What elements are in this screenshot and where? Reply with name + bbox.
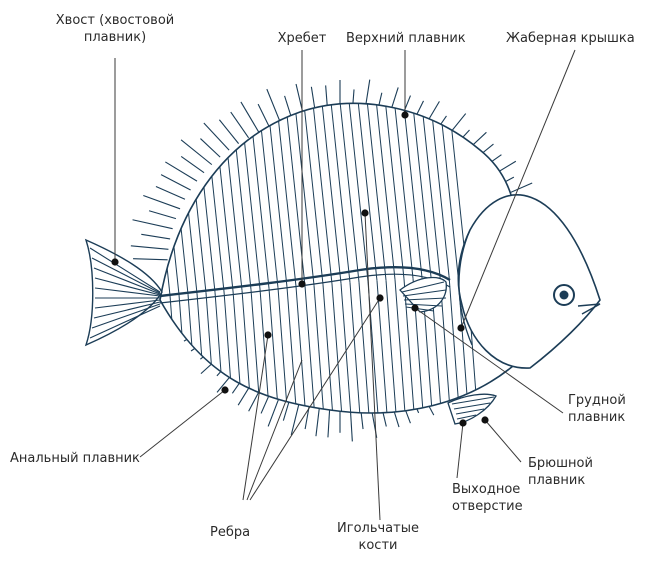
label-dorsal-fin: Верхний плавник bbox=[346, 30, 496, 47]
label-anal-opening: Выходное отверстие bbox=[452, 481, 562, 515]
label-anal-fin: Анальный плавник bbox=[10, 450, 180, 467]
tail-fin bbox=[86, 240, 162, 345]
label-pectoral-fin: Грудной плавник bbox=[568, 392, 660, 426]
label-spine: Хребет bbox=[262, 30, 342, 47]
eye-pupil bbox=[560, 291, 569, 300]
label-intermuscular-bones: Игольчатые кости bbox=[318, 520, 438, 554]
label-tail-fin: Хвост (хвостовой плавник) bbox=[30, 12, 200, 46]
label-gill-cover: Жаберная крышка bbox=[506, 30, 661, 47]
label-ribs: Ребра bbox=[210, 524, 280, 541]
